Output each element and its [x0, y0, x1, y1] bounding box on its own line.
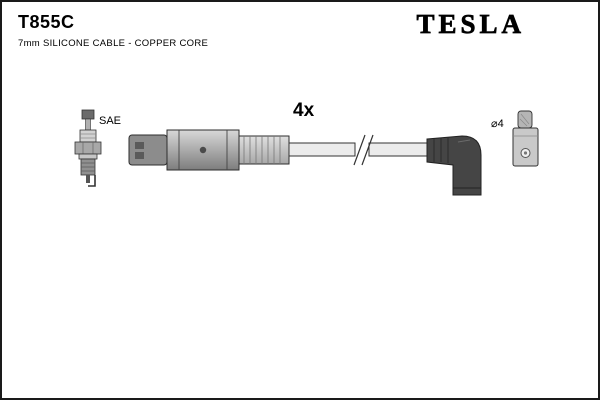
cable-sleeve-icon: [238, 135, 290, 165]
part-number: T855C: [18, 12, 75, 32]
elbow-boot-icon: [426, 135, 482, 196]
terminal-sleeve-icon: [512, 110, 539, 167]
cable-spec-subtitle: 7mm SILICONE CABLE - COPPER CORE: [18, 38, 209, 49]
quantity-label: 4x: [293, 100, 315, 121]
brand-logo: TESLA: [416, 9, 525, 39]
diameter-label: ⌀4: [491, 118, 504, 130]
cable-icon: [288, 134, 428, 166]
cable-break-icon: [353, 134, 374, 166]
cable-connector-icon: [128, 129, 240, 171]
spark-plug-icon: [74, 109, 102, 187]
plug-standard-label: SAE: [99, 115, 121, 127]
header: T855C 7mm SILICONE CABLE - COPPER CORE: [18, 12, 208, 49]
